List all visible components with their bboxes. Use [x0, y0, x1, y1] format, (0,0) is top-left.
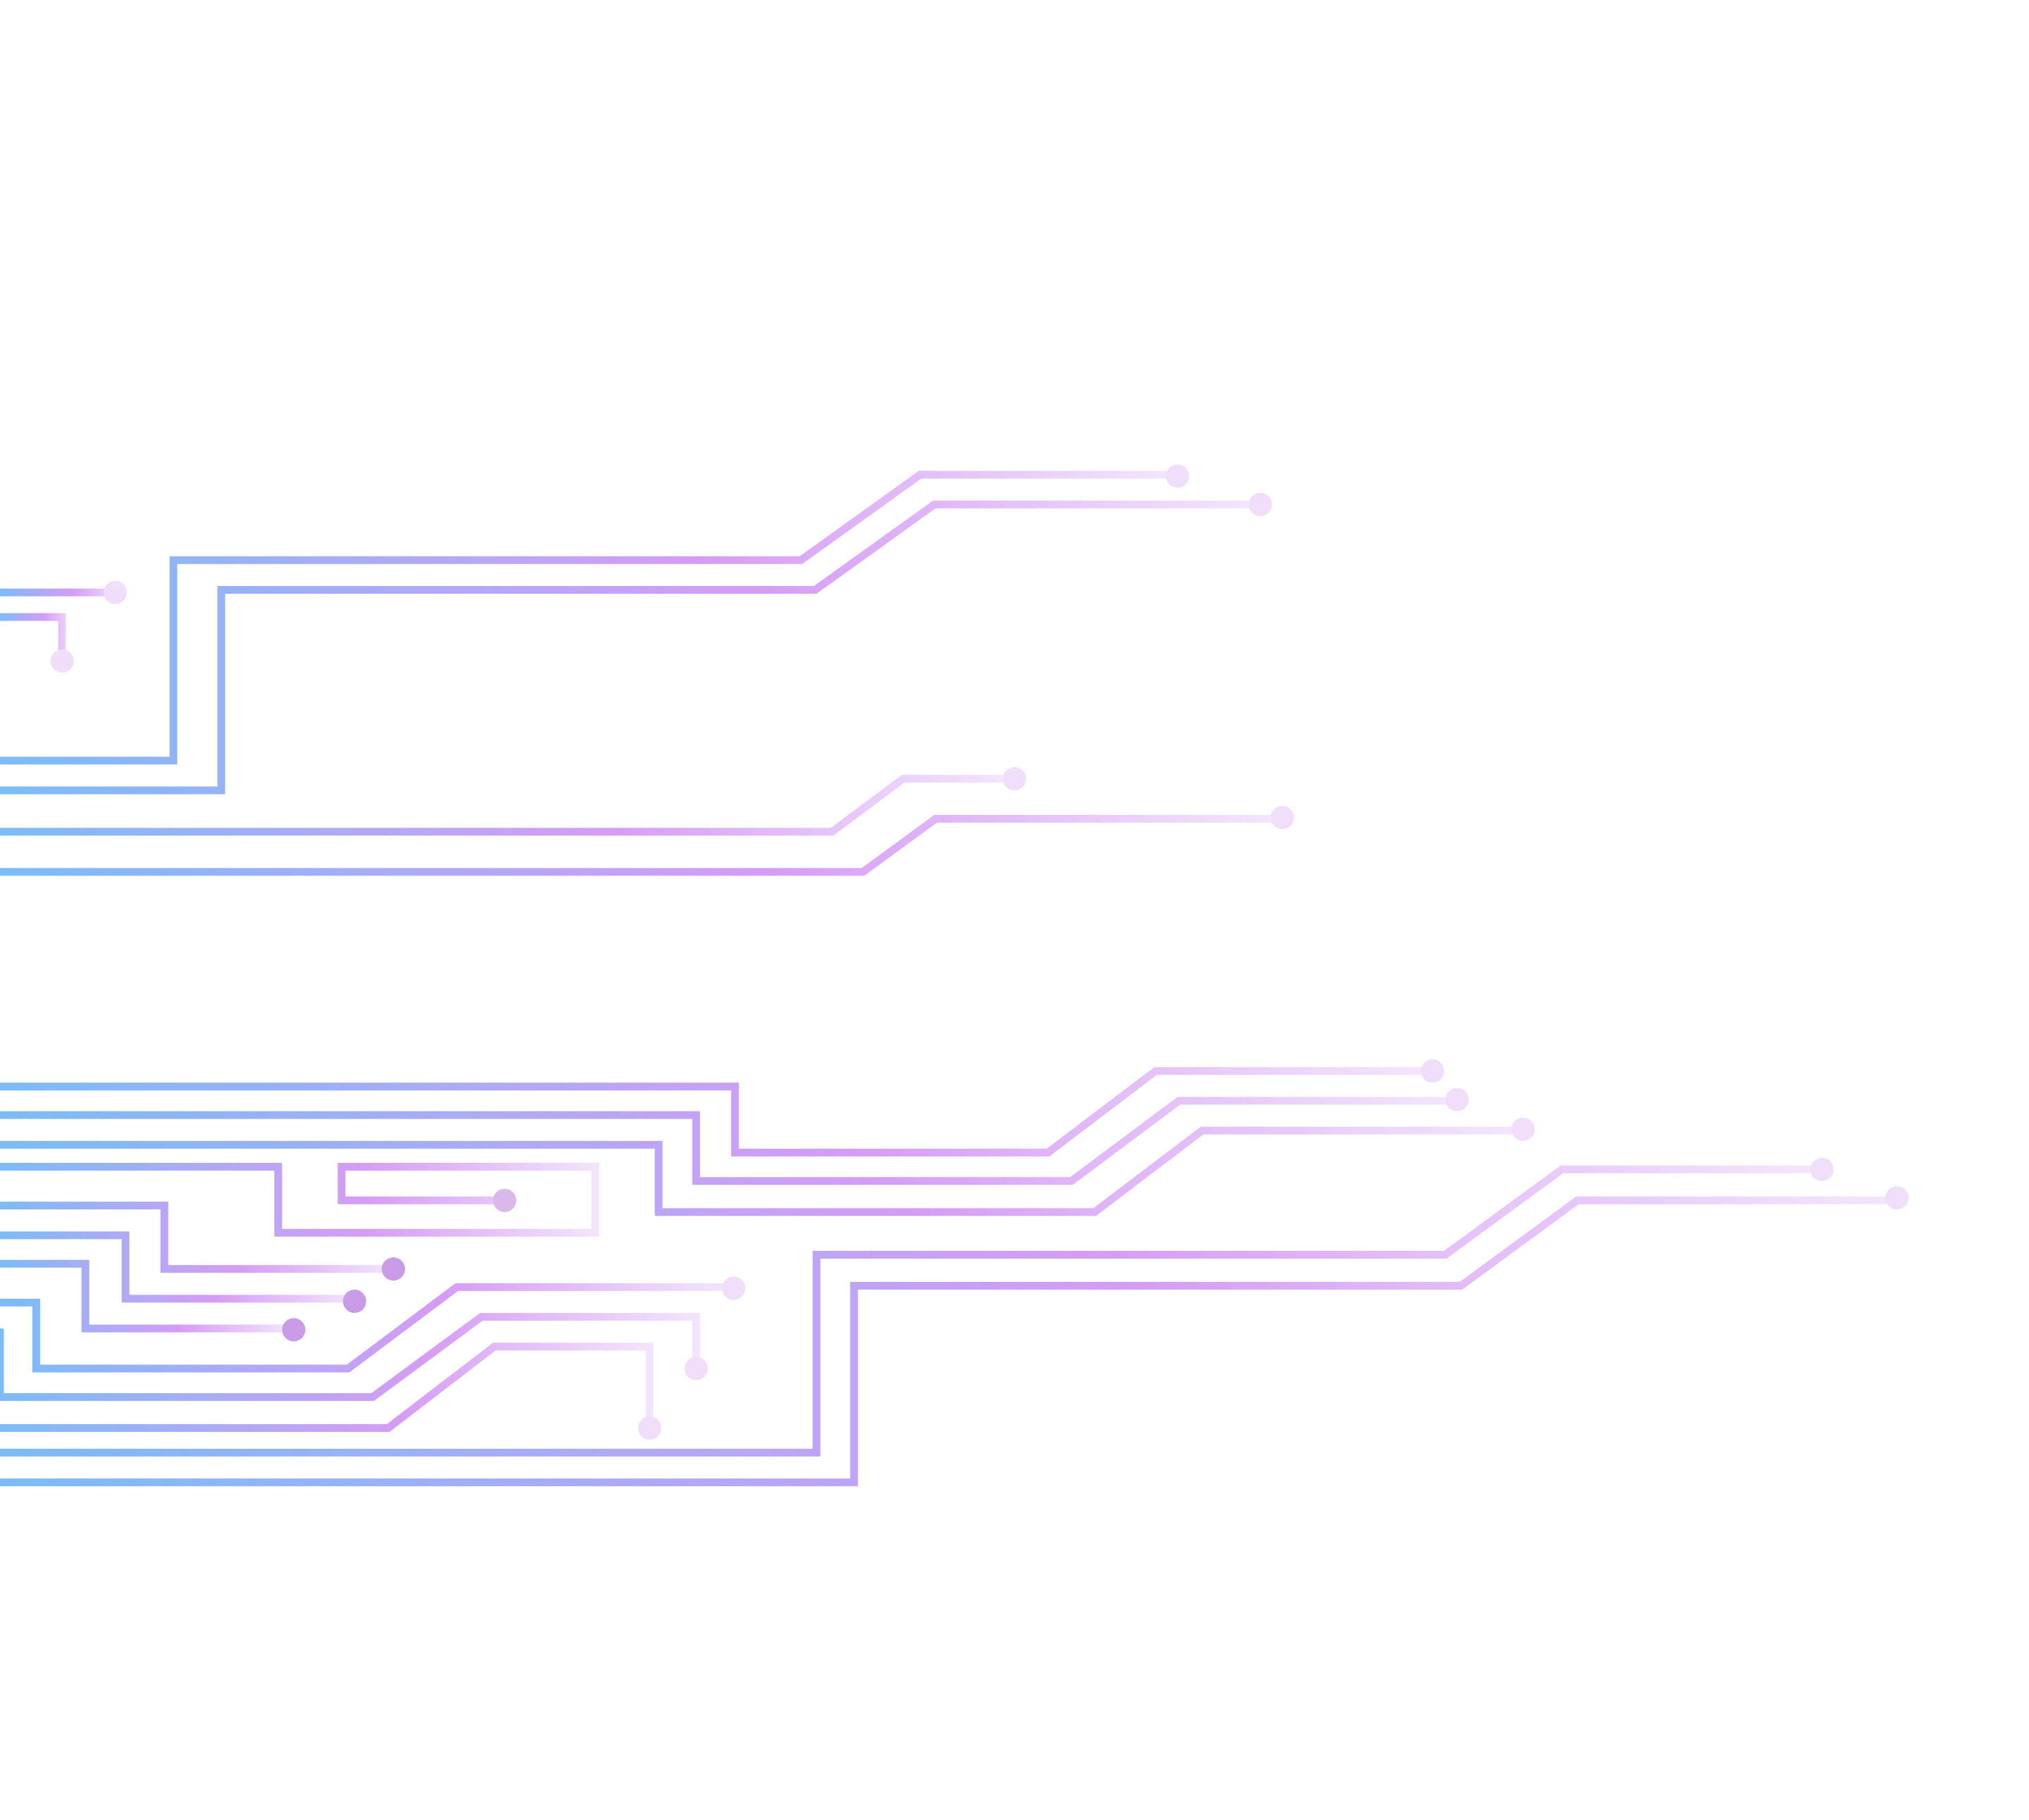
circuit-trace: [0, 1231, 347, 1303]
circuit-pad: [1511, 1117, 1535, 1141]
circuit-trace: [0, 1163, 600, 1237]
circuit-pad: [1885, 1186, 1909, 1210]
circuit-trace: [0, 1067, 1424, 1157]
circuit-pad: [1248, 492, 1272, 516]
circuit-trace: [0, 815, 1275, 876]
circuit-trace: [0, 1196, 1890, 1487]
circuit-trace: [0, 1283, 725, 1373]
circuit-trace: [0, 1165, 1815, 1457]
circuit-trace: [0, 1097, 1450, 1185]
circuit-trace: [0, 1342, 654, 1433]
circuit-pad: [492, 1188, 516, 1212]
circuit-pad: [282, 1318, 306, 1342]
circuit-pad: [342, 1290, 366, 1314]
circuit-pad: [1270, 806, 1294, 830]
circuit-trace: [0, 500, 1253, 794]
circuit-pad: [684, 1357, 708, 1380]
circuit-pad: [721, 1276, 745, 1300]
circuit-trace: [0, 1259, 285, 1333]
circuit-pad: [381, 1257, 405, 1281]
circuit-trace: [0, 1313, 700, 1401]
circuit-pad: [103, 580, 127, 604]
circuit-trace: [0, 1126, 1514, 1216]
circuit-pad: [1810, 1157, 1834, 1181]
circuit-trace: [0, 613, 66, 654]
circuit-pad: [50, 649, 74, 673]
circuit-trace: [0, 470, 1172, 765]
circuit-pad: [638, 1416, 662, 1440]
circuit-trace: [0, 775, 1007, 836]
circuit-trace: [0, 1202, 386, 1273]
circuit-pad: [1003, 767, 1026, 791]
circuit-pad: [1165, 464, 1189, 488]
circuit-pad: [1420, 1059, 1444, 1083]
circuit-pad: [1445, 1087, 1469, 1111]
